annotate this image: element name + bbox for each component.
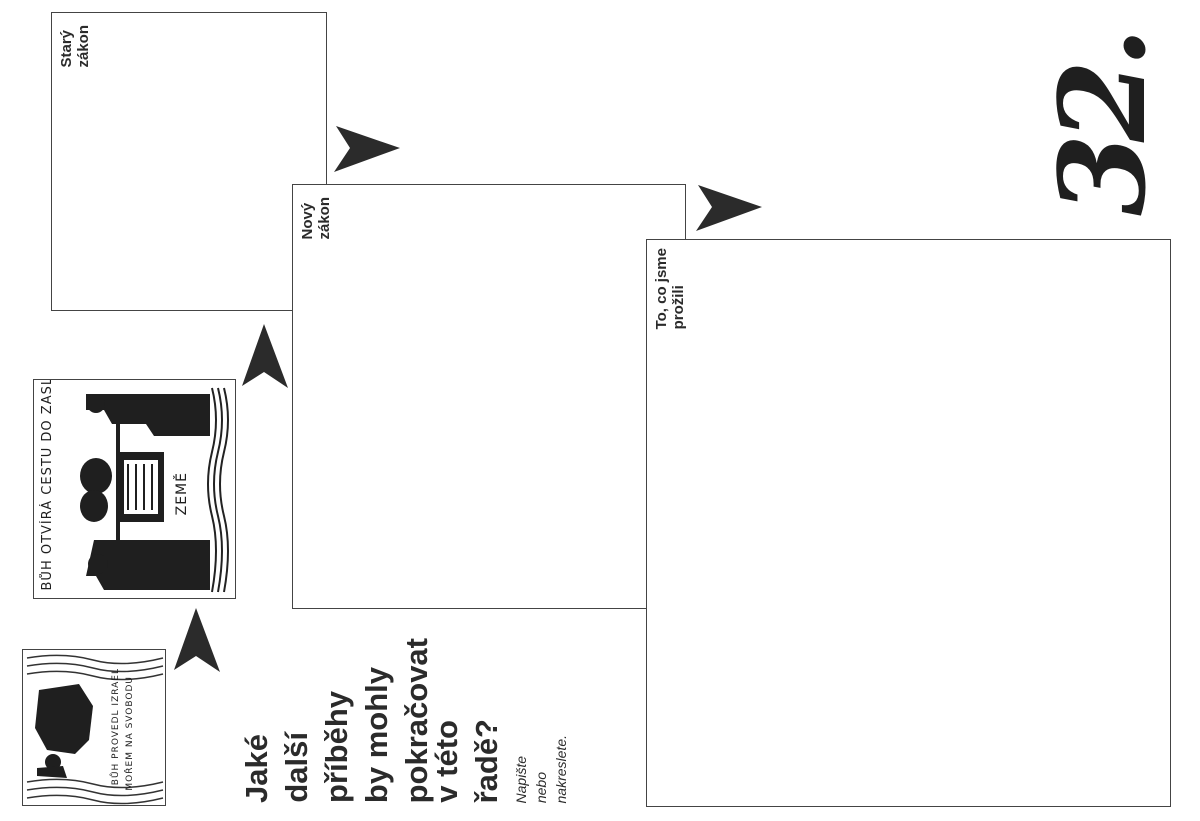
arrow-icon [334,126,400,172]
hint-line: nebo [533,771,549,803]
question-line: Jaké [239,734,274,803]
old-law-box[interactable]: Starý zákon [51,12,327,311]
page-number-text: 32. [1033,34,1173,216]
promised-land-caption-2: ZEMĚ [174,472,190,516]
question-line: příběhy [319,691,354,803]
hint-line: Napište [513,755,529,803]
question-line: pokračovat [399,637,434,803]
question-line: další [279,732,314,803]
page-number: 32. [1028,34,1178,215]
promised-land-illustration: BŮH OTVÍRÁ CESTU DO ZASLÍBENÉ ZEMĚ [33,379,236,599]
sea-crossing-drawing [26,654,164,805]
arrow-icon [174,608,220,672]
arrow-icon [242,324,288,388]
arrow-icon [696,185,762,231]
hint-line: nakreslete. [553,734,569,803]
new-law-box[interactable]: Nový zákon [292,184,686,609]
experienced-label: To, co jsme prožili [653,248,687,330]
question-line: by mohly [359,666,394,803]
experienced-box[interactable]: To, co jsme prožili [646,239,1171,807]
question-line: v této [429,720,464,803]
red-sea-caption: BŮH PROVEDL IZRAEL [111,667,121,785]
promised-land-caption: BŮH OTVÍRÁ CESTU DO ZASLÍBENÉ [40,379,55,590]
people-carrying-ark-drawing [80,387,229,593]
old-law-label: Starý zákon [58,25,92,68]
red-sea-illustration: BŮH PROVEDL IZRAEL MOŘEM NA SVOBODU [22,649,166,806]
red-sea-caption-2: MOŘEM NA SVOBODU [125,676,135,791]
question-line: řadě? [469,718,504,803]
new-law-label: Nový zákon [299,197,333,240]
